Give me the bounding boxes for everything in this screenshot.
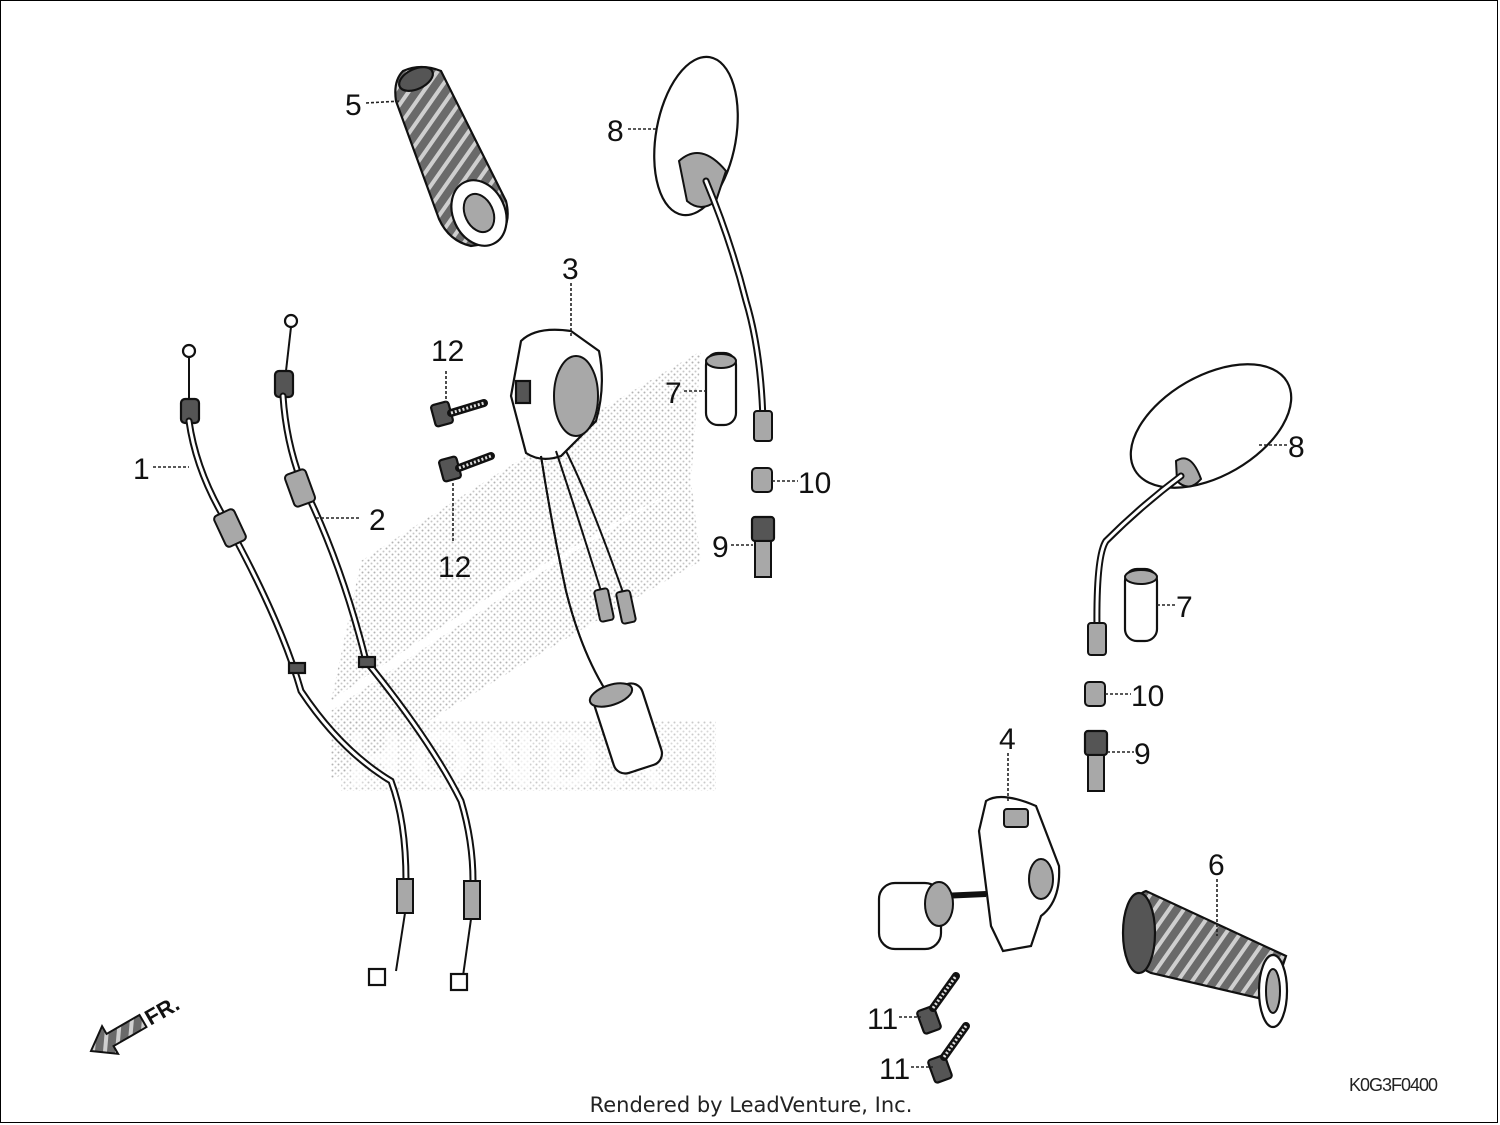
- part-12-screw-upper: [430, 399, 488, 428]
- part-10-nut-right: [1084, 681, 1106, 707]
- callout-1: 1: [133, 453, 150, 486]
- part-10-nut-left: [751, 467, 773, 493]
- front-direction-label: FR.: [140, 991, 183, 1030]
- part-12-screw-lower: [438, 452, 495, 483]
- part-8-right-mirror: [1087, 363, 1293, 656]
- part-9-bolt-right: [1083, 729, 1109, 792]
- part-9-bolt-left: [750, 515, 776, 578]
- callout-10-right: 10: [1131, 680, 1164, 713]
- footer-credit: Rendered by LeadVenture, Inc.: [589, 1093, 913, 1117]
- part-6-right-grip: [1121, 889, 1289, 1029]
- diagram-code: K0G3F0400: [1349, 1075, 1438, 1095]
- callout-7-left: 7: [665, 377, 682, 410]
- callout-8-right: 8: [1288, 431, 1305, 464]
- callout-5: 5: [345, 89, 362, 122]
- honda-wing-watermark: HONDA: [331, 351, 716, 803]
- front-direction-arrow: FR.: [89, 991, 184, 1056]
- part-2-cable: [273, 313, 481, 992]
- callout-11-lower: 11: [879, 1053, 910, 1086]
- callout-4: 4: [999, 723, 1016, 756]
- part-11-screw-lower: [927, 1022, 970, 1084]
- callout-3: 3: [562, 253, 579, 286]
- part-7-weight-right: [1123, 567, 1159, 643]
- part-5-left-grip: [394, 65, 509, 248]
- callout-12-lower: 12: [438, 551, 471, 584]
- part-8-left-mirror: [653, 55, 773, 442]
- callout-9-left: 9: [712, 531, 729, 564]
- callout-11-upper: 11: [867, 1003, 898, 1036]
- callout-7-right: 7: [1176, 591, 1193, 624]
- callout-8-left: 8: [607, 115, 624, 148]
- callout-9-right: 9: [1134, 738, 1151, 771]
- callout-10-left: 10: [798, 467, 831, 500]
- part-1-cable: [179, 343, 414, 987]
- callout-6: 6: [1208, 849, 1225, 882]
- part-4-right-switch: [877, 795, 1061, 953]
- part-7-weight-left: [704, 351, 738, 427]
- part-11-screw-upper: [916, 972, 960, 1035]
- part-3-left-switch: [509, 328, 664, 775]
- callout-12-upper: 12: [431, 335, 464, 368]
- callout-2: 2: [369, 504, 386, 537]
